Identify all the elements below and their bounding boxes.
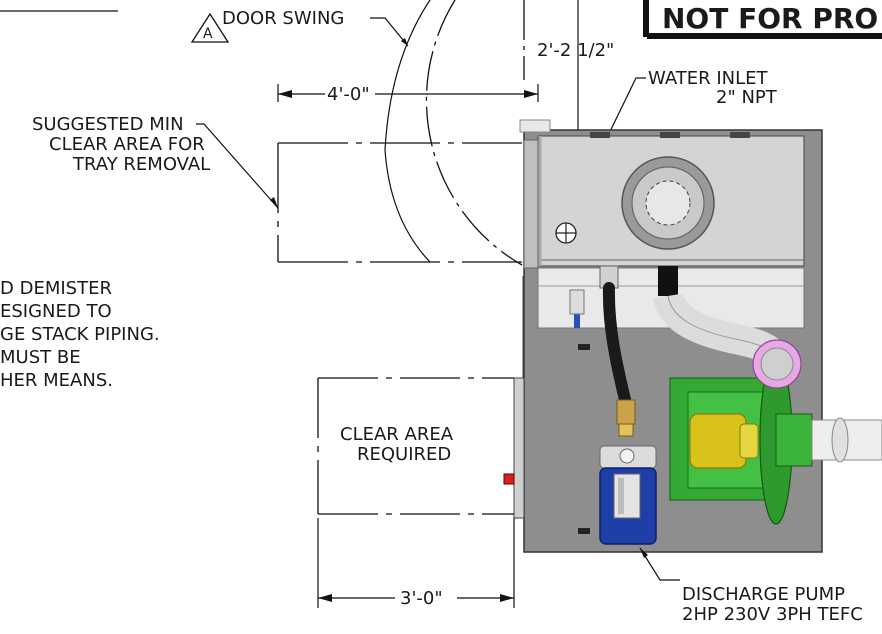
revision-triangle: A	[190, 12, 230, 43]
note-line-4: MUST BE	[0, 347, 81, 368]
door-swing-label: DOOR SWING	[222, 8, 344, 29]
door-swing-arrowhead	[401, 38, 408, 46]
tray-label-3: TRAY REMOVAL	[72, 154, 210, 175]
stamp-text: NOT FOR PRO	[662, 2, 878, 35]
pump-leader	[639, 547, 680, 581]
pump-arrowhead	[640, 548, 648, 558]
dim-4-0-label: 4'-0"	[327, 84, 370, 105]
door-swing-leader	[370, 17, 409, 47]
note-line-3: GE STACK PIPING.	[0, 324, 160, 345]
discharge-hose	[599, 265, 636, 437]
tray-label-2: CLEAR AREA FOR	[49, 134, 205, 155]
stamp-box: NOT FOR PRO	[643, 0, 882, 39]
dim-3-0-label: 3'-0"	[400, 588, 443, 609]
control-panel	[503, 377, 525, 519]
clear-area-label-2: REQUIRED	[357, 444, 451, 465]
revision-letter: A	[203, 26, 213, 42]
dim-4-0	[277, 84, 539, 102]
discharge-pump	[599, 445, 657, 545]
note-line-1: D DEMISTER	[0, 278, 112, 299]
tray-clear-area	[277, 142, 522, 263]
water-inlet-label-1: WATER INLET	[648, 68, 769, 89]
tray-arrowhead	[270, 197, 278, 208]
note-block: D DEMISTER ESIGNED TO GE STACK PIPING. M…	[0, 278, 160, 391]
note-line-5: HER MEANS.	[0, 370, 113, 391]
tray-leader	[196, 123, 279, 209]
water-inlet-label-2: 2" NPT	[716, 87, 778, 108]
dim-3-0	[317, 518, 515, 608]
pump-label-1: DISCHARGE PUMP	[682, 584, 845, 605]
elbow-pipe	[653, 292, 802, 389]
clear-area-box	[317, 377, 514, 515]
door-swing-arc-inner	[384, 0, 431, 263]
pump-label-2: 2HP 230V 3PH TEFC	[682, 604, 863, 625]
blower-assembly	[669, 355, 882, 525]
note-line-2: ESIGNED TO	[0, 301, 112, 322]
door-swing-arc	[425, 0, 523, 266]
tray-label-1: SUGGESTED MIN	[32, 114, 184, 135]
dim-2-2-label: 2'-2 1/2"	[537, 40, 614, 61]
clear-area-label-1: CLEAR AREA	[340, 424, 454, 445]
